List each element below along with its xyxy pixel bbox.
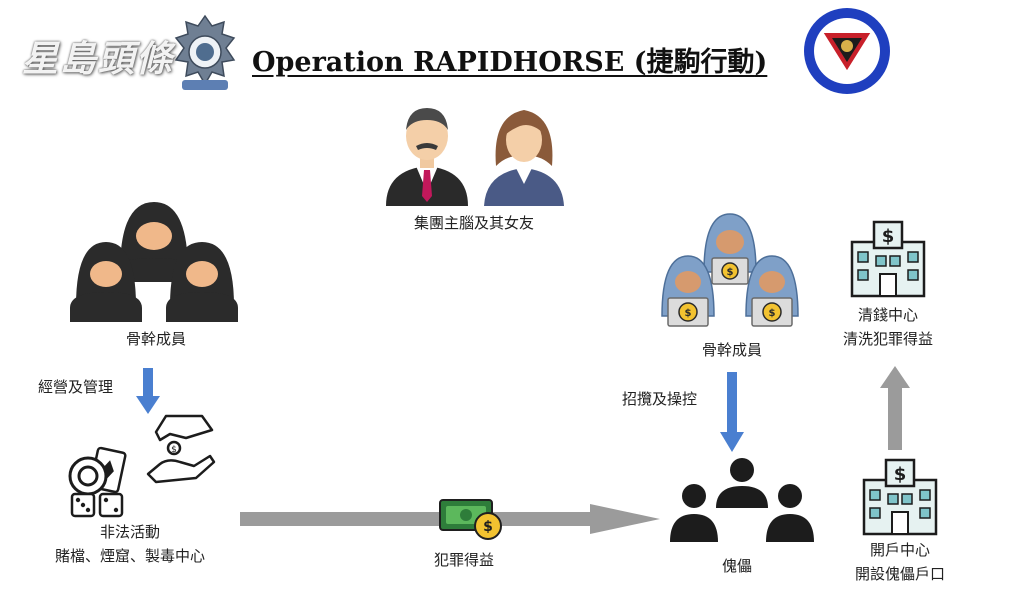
page-title: Operation RAPIDHORSE (捷駒行動) xyxy=(252,47,768,78)
laundering-center-detail: 清洗犯罪得益 xyxy=(842,330,933,348)
watermark-text: 星島頭條 xyxy=(22,39,175,80)
manage-arrow xyxy=(136,368,160,414)
svg-text:$: $ xyxy=(171,445,177,455)
woman-icon xyxy=(484,110,564,206)
title-chinese: 捷駒行動 xyxy=(646,47,755,78)
core-members-left-label: 骨幹成員 xyxy=(125,330,186,348)
businessman-icon xyxy=(386,108,468,206)
puppets-label: 傀儡 xyxy=(721,557,752,575)
puppets-icon xyxy=(670,458,814,542)
recruit-arrow xyxy=(720,372,744,452)
gambling-icon xyxy=(68,446,127,518)
illegal-activities-detail: 賭檔、煙窟、製毒中心 xyxy=(54,547,205,565)
police-emblem-icon xyxy=(174,14,236,90)
core-members-right-label: 骨幹成員 xyxy=(701,341,762,359)
proceeds-edge-label: 犯罪得益 xyxy=(433,551,494,569)
illegal-activities-title: 非法活動 xyxy=(99,523,160,541)
svg-text:$: $ xyxy=(882,226,895,247)
svg-text:$: $ xyxy=(894,464,907,485)
svg-text:$: $ xyxy=(685,308,692,319)
hooded-members-right-icon: $ $ $ xyxy=(661,213,799,327)
customs-emblem-icon xyxy=(804,8,890,94)
account-center-detail: 開設傀儡戶口 xyxy=(854,565,945,583)
cash-icon: $ xyxy=(439,499,502,540)
bank-building-icon: $ xyxy=(850,220,926,298)
svg-text:$: $ xyxy=(483,519,493,535)
svg-text:$: $ xyxy=(727,267,734,278)
account-center-title: 開戶中心 xyxy=(869,541,930,559)
deposit-arrow xyxy=(880,366,910,450)
laundering-center-title: 清錢中心 xyxy=(857,306,918,324)
recruit-edge-label: 招攬及操控 xyxy=(622,390,698,408)
hooded-members-left-icon xyxy=(70,202,238,322)
manage-edge-label: 經營及管理 xyxy=(38,378,114,396)
proceeds-arrow xyxy=(240,504,660,534)
mastermind-label: 集團主腦及其女友 xyxy=(413,214,534,232)
account-bank-icon: $ xyxy=(862,458,938,536)
bribe-hand-icon: $ xyxy=(146,414,216,484)
svg-text:$: $ xyxy=(769,308,776,319)
